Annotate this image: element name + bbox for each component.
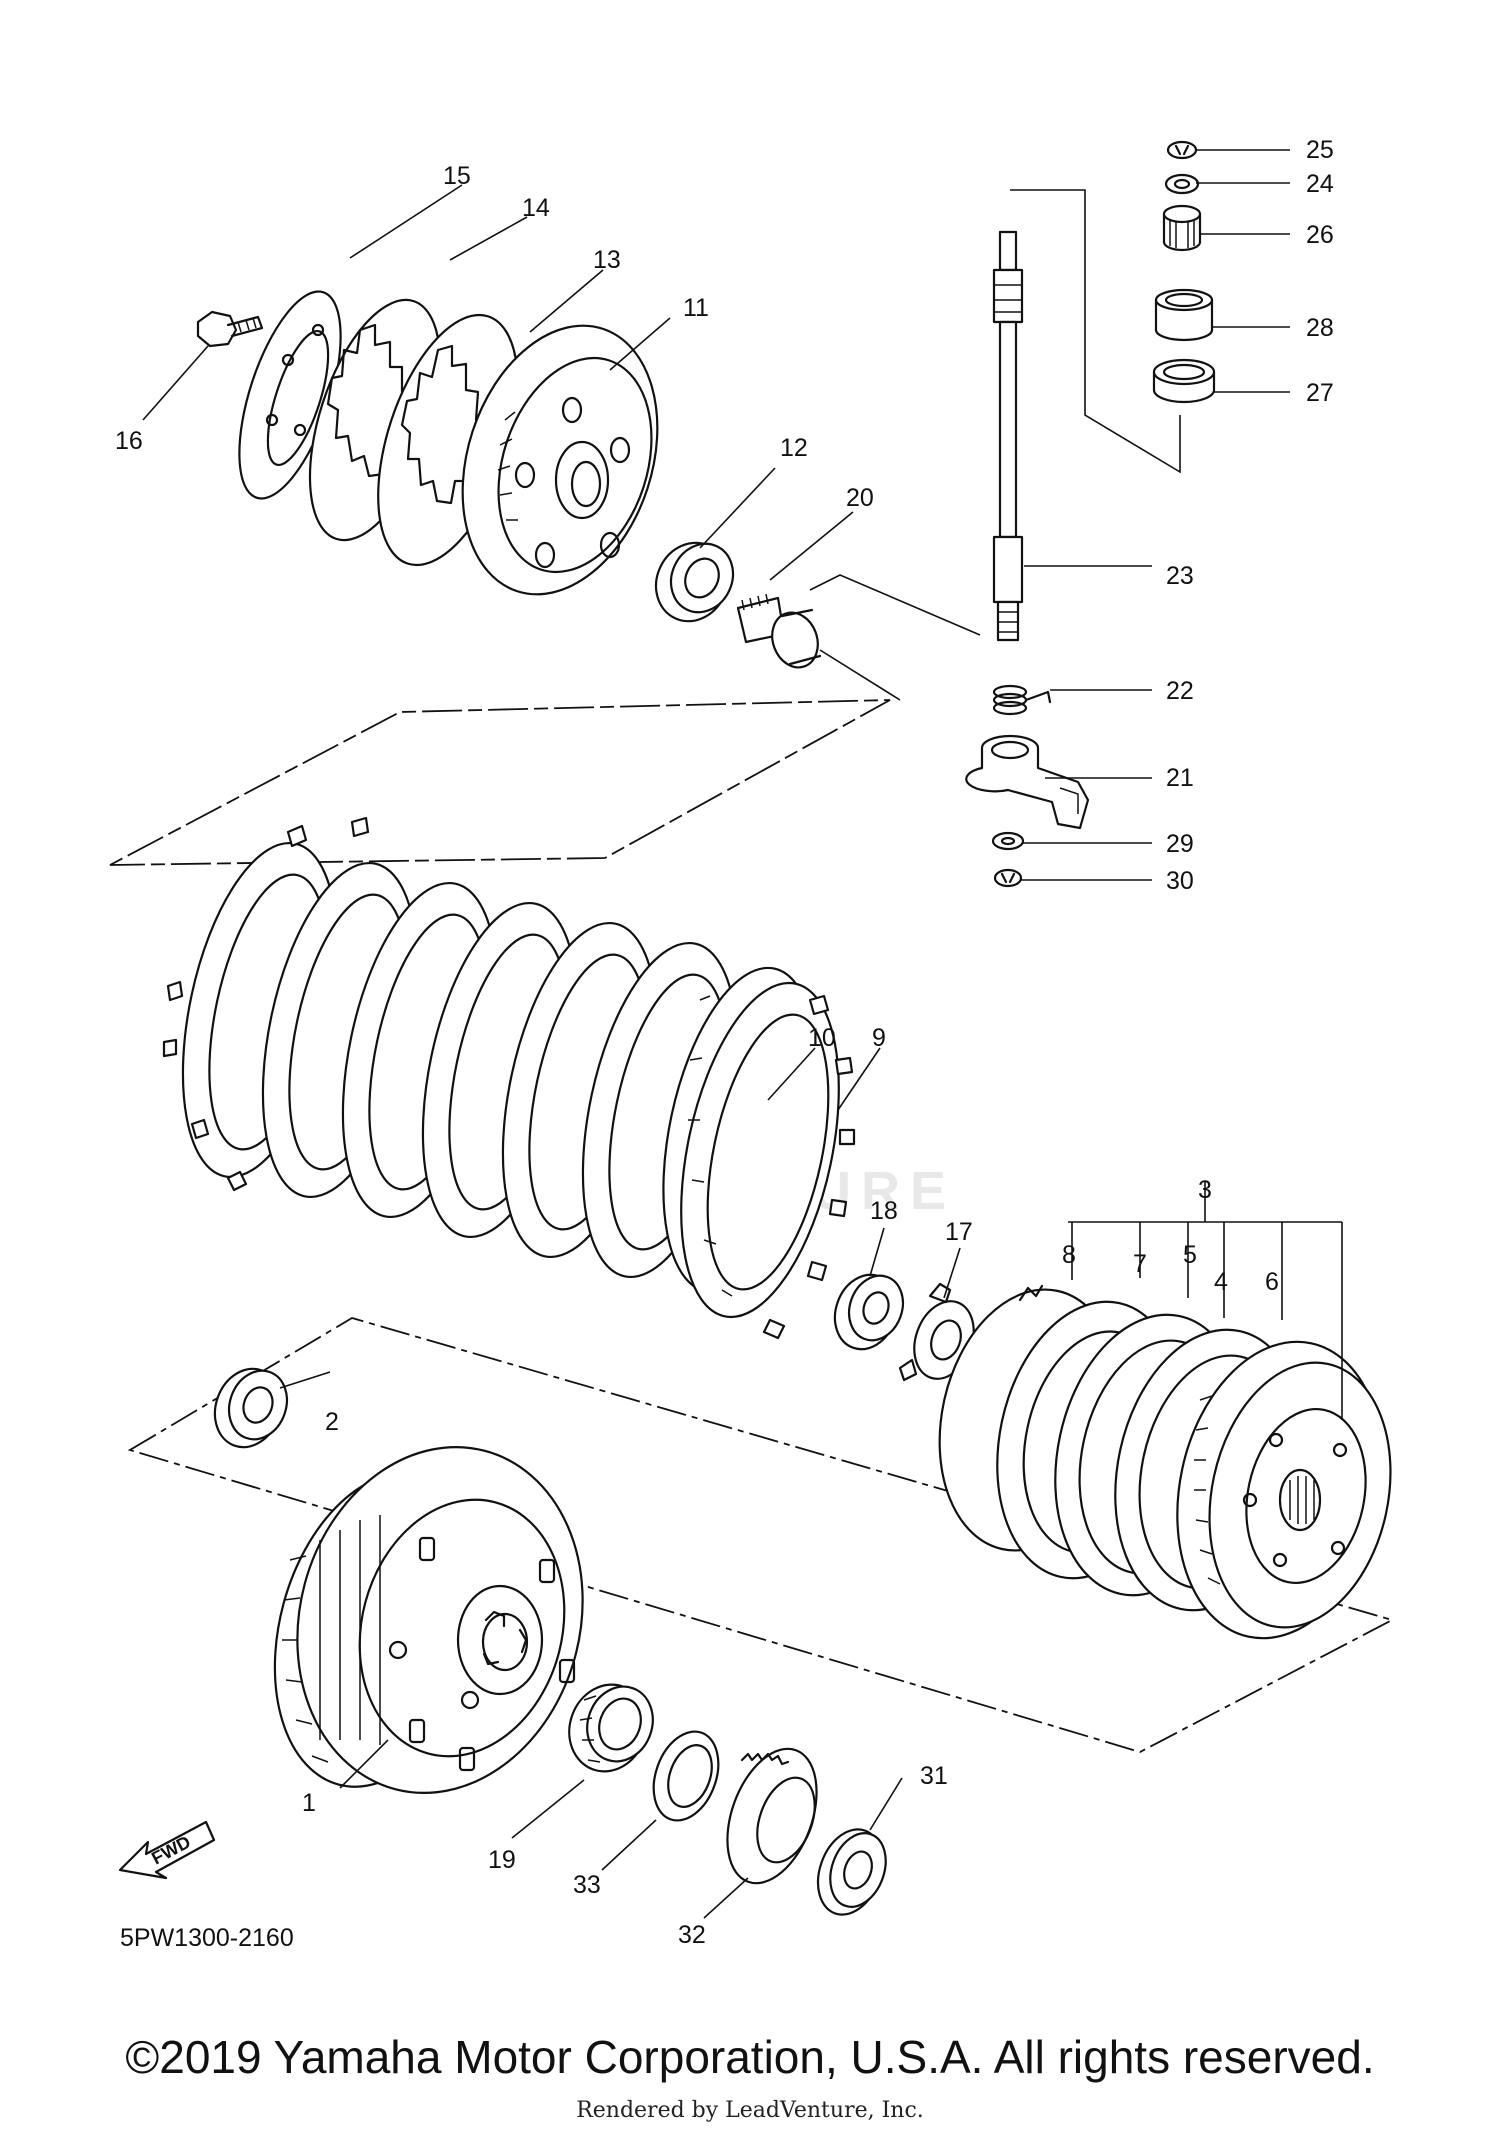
part-3-clutch-boss-assembly (938, 1284, 1392, 1640)
part-28-bearing (1154, 288, 1214, 342)
part-29-washer (991, 831, 1025, 851)
callout-6: 6 (1265, 1268, 1279, 1296)
callout-3: 3 (1198, 1176, 1212, 1204)
copyright-notice: ©2019 Yamaha Motor Corporation, U.S.A. A… (125, 2031, 1375, 2083)
callout-8: 8 (1062, 1241, 1076, 1269)
part-11-pressure-plate (461, 324, 659, 596)
callout-22: 22 (1166, 677, 1194, 705)
part-25-circlip (1166, 140, 1198, 160)
part-24-washer (1164, 173, 1200, 195)
callout-10: 10 (808, 1024, 836, 1052)
callout-2: 2 (325, 1408, 339, 1436)
part-21-push-lever (965, 734, 1090, 830)
callout-7: 7 (1133, 1250, 1147, 1278)
callout-29: 29 (1166, 830, 1194, 858)
callout-23: 23 (1166, 562, 1194, 590)
part-6-clutch-boss (1176, 1340, 1392, 1640)
part-2-thrust-washer (213, 1367, 289, 1449)
part-22-torsion-spring (992, 684, 1052, 716)
rendered-by-credit: Rendered by LeadVenture, Inc. (576, 2098, 924, 2123)
callout-18: 18 (870, 1197, 898, 1225)
callout-30: 30 (1166, 867, 1194, 895)
callout-17: 17 (945, 1218, 973, 1246)
callout-28: 28 (1306, 314, 1334, 342)
callout-19: 19 (488, 1846, 516, 1874)
callout-21: 21 (1166, 764, 1194, 792)
callout-1: 1 (302, 1789, 316, 1817)
callout-16: 16 (115, 427, 143, 455)
callout-33: 33 (573, 1871, 601, 1899)
callout-25: 25 (1306, 136, 1334, 164)
leader-lines (142, 149, 1343, 1919)
callout-24: 24 (1306, 170, 1334, 198)
part-26-bearing (1162, 204, 1202, 252)
callout-12: 12 (780, 434, 808, 462)
part-12-bearing (654, 541, 735, 623)
callout-20: 20 (846, 484, 874, 512)
callout-27: 27 (1306, 379, 1334, 407)
part-1-clutch-housing (273, 1446, 584, 1794)
callout-15: 15 (443, 162, 471, 190)
part-18-bearing (833, 1273, 905, 1351)
part-30-circlip (993, 868, 1023, 888)
callout-labels: 1 2 3 4 5 6 7 8 9 10 11 12 13 14 15 16 1… (115, 136, 1334, 1949)
part-19-needle-bearing (568, 1683, 654, 1773)
part-27-oil-seal (1152, 358, 1216, 404)
callout-9: 9 (872, 1024, 886, 1052)
diagram-code: 5PW1300-2160 (120, 1924, 294, 1952)
part-32-gear (726, 1747, 818, 1885)
assembly-outline-upper (109, 699, 891, 866)
fwd-arrow-icon: FWD (118, 1820, 216, 1880)
part-20-push-rod (736, 593, 822, 669)
part-33-washer (652, 1730, 720, 1822)
callout-4: 4 (1214, 1268, 1228, 1296)
callout-13: 13 (593, 246, 621, 274)
assembly-outline-lower (127, 1317, 1395, 1753)
clutch-plate-stack (162, 816, 856, 1340)
callout-26: 26 (1306, 221, 1334, 249)
callout-14: 14 (522, 194, 550, 222)
callout-31: 31 (920, 1762, 948, 1790)
part-9-friction-plate (680, 981, 840, 1319)
callout-11: 11 (683, 294, 709, 322)
callout-5: 5 (1183, 1241, 1197, 1269)
part-16-bolt (196, 310, 264, 348)
callout-32: 32 (678, 1921, 706, 1949)
part-23-push-lever-shaft (992, 230, 1024, 642)
part-31-washer (816, 1828, 887, 1916)
plate-tabs (162, 816, 856, 1340)
